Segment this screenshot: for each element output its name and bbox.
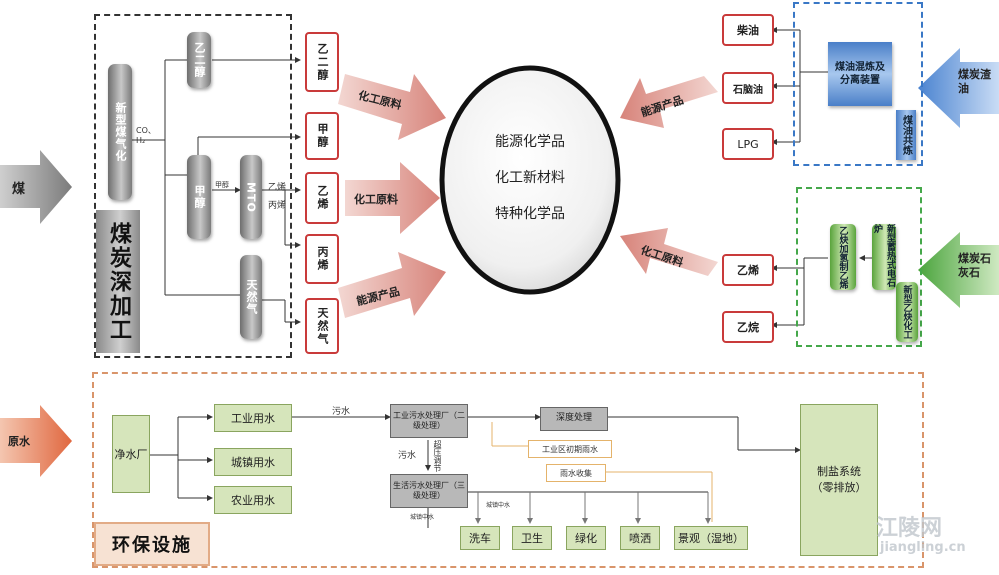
arrow-chem-mid	[345, 162, 440, 234]
use-agriculture: 农业用水	[214, 486, 292, 514]
arrow-chem-top	[338, 74, 446, 140]
new-carbide-chem: 新型乙炔化工	[896, 282, 918, 342]
oil-coprocessing-label: 煤油共炼	[896, 110, 916, 160]
watermark-url: jiangling.cn	[880, 540, 966, 555]
product-natural-gas: 天然气	[305, 298, 339, 354]
product-lpg: LPG	[722, 128, 774, 160]
carbide-furnace: 新型蓄热式电石炉	[872, 224, 896, 290]
methanol-cylinder: 甲醇	[187, 155, 211, 239]
sng-cylinder: 天然气	[240, 255, 262, 339]
env-section-title: 环保设施	[94, 522, 210, 566]
watermark-brand: 江陵网	[876, 516, 943, 541]
product-ethylene: 乙烯	[305, 172, 339, 224]
arrow-energy-right	[620, 76, 718, 128]
salt-system-text: 制盐系统（零排放）	[811, 464, 867, 495]
overpressure-label: 超压调节	[433, 440, 442, 472]
coal-section-title-text: 煤炭深加工	[106, 221, 131, 342]
lime-input-arrow	[918, 232, 999, 308]
coal-section-frame	[94, 14, 292, 358]
olefin-label-1: 乙烯	[268, 183, 287, 193]
oil-refining-unit: 煤油混炼及分离装置	[828, 42, 892, 106]
product-ethylene-right: 乙烯	[722, 254, 774, 286]
arrow-energy-bottom	[338, 252, 446, 318]
methanol-flow-label: 甲醇	[215, 181, 229, 189]
coal-section-title: 煤炭深加工	[96, 210, 140, 353]
domestic-wastewater-plant: 生活污水处理厂（三级处理）	[390, 474, 468, 508]
rainwater-initial: 工业区初期雨水	[528, 440, 612, 458]
acetylene-section-frame	[796, 187, 922, 347]
reuse-spraying: 喷洒	[620, 526, 660, 550]
acetylene-hydrogenation: 乙炔加氢制乙烯	[830, 224, 856, 290]
olefin-label-2: 丙烯	[268, 201, 287, 211]
product-naphtha: 石脑油	[722, 72, 774, 104]
reclaimed-label-2: 城镇中水	[486, 502, 511, 509]
oil-refining-text: 煤油混炼及分离装置	[835, 62, 885, 86]
lime-input-label: 煤炭石灰石	[958, 252, 991, 280]
wastewater-label-2: 污水	[398, 451, 417, 461]
product-propylene: 丙烯	[305, 234, 339, 284]
oil-input-label: 煤炭渣油	[958, 68, 991, 96]
mto-cylinder: MTO	[240, 155, 262, 239]
use-urban: 城镇用水	[214, 448, 292, 476]
use-industrial: 工业用水	[214, 404, 292, 432]
industrial-wastewater-plant: 工业污水处理厂（二级处理）	[390, 404, 468, 438]
env-section-title-text: 环保设施	[112, 535, 192, 556]
wastewater-label-1: 污水	[332, 407, 351, 417]
product-methanol: 甲醇	[305, 112, 339, 160]
product-diesel: 柴油	[722, 14, 774, 46]
center-ellipse	[439, 65, 621, 295]
center-line-1: 能源化学品	[495, 134, 565, 150]
center-line-2: 化工新材料	[495, 170, 565, 186]
water-plant: 净水厂	[112, 415, 150, 493]
syngas-label: CO、H₂	[136, 126, 156, 145]
center-line-3: 特种化学品	[495, 206, 565, 222]
reclaimed-label-1: 城镇中水	[410, 514, 435, 521]
water-input-label: 原水	[8, 435, 30, 448]
rainwater-collect: 雨水收集	[546, 464, 606, 482]
oil-input-arrow	[918, 48, 999, 128]
product-ethane: 乙烷	[722, 311, 774, 343]
ethylene-glycol-cylinder: 乙二醇	[187, 32, 211, 88]
water-input-arrow	[0, 405, 72, 477]
coal-input-arrow	[0, 150, 72, 224]
coal-input-label: 煤	[12, 182, 26, 197]
center-text: 能源化学品 化工新材料 特种化学品	[460, 124, 600, 232]
env-section-frame	[92, 372, 924, 568]
reuse-landscape: 景观（湿地）	[674, 526, 748, 550]
oil-section-frame	[793, 2, 923, 166]
gasification-cylinder: 新型煤气化	[108, 64, 132, 200]
deep-treatment: 深度处理	[540, 407, 608, 431]
reuse-greening: 绿化	[566, 526, 606, 550]
reuse-sanitation: 卫生	[512, 526, 552, 550]
arrow-chem-right	[620, 228, 718, 276]
salt-system: 制盐系统（零排放）	[800, 404, 878, 556]
label-chem-mid: 化工原料	[354, 193, 398, 206]
reuse-carwash: 洗车	[460, 526, 500, 550]
product-ethylene-glycol: 乙二醇	[305, 32, 339, 92]
